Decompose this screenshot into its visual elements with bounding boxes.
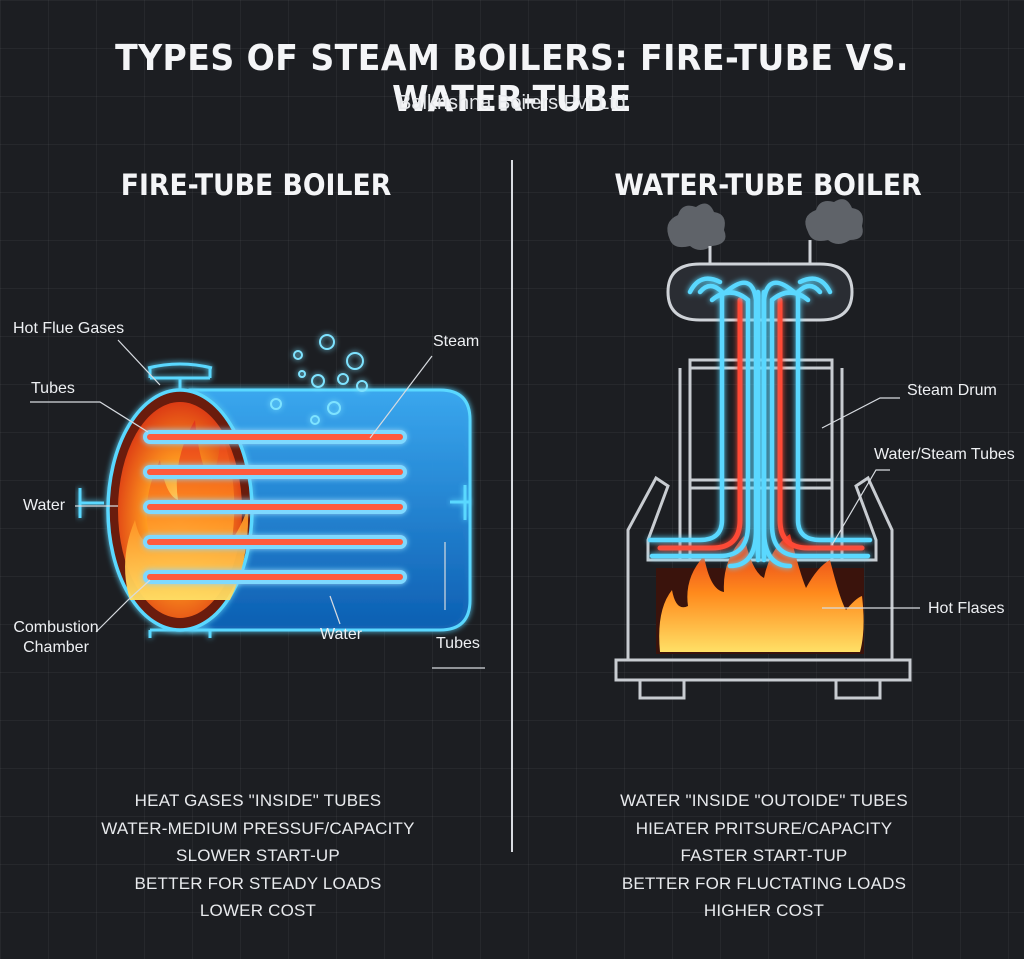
page-subtitle: Balkrishna Boilers Pvt Ltd — [398, 92, 626, 114]
leader-tubes-right — [432, 542, 485, 669]
label-water-left: Water — [23, 497, 66, 514]
fire-tube-feature: WATER-MEDIUM PRESSUF/CAPACITY — [101, 818, 415, 838]
fire-tube-features: HEAT GASES "INSIDE" TUBES WATER-MEDIUM P… — [2, 787, 514, 925]
top-nozzle — [147, 362, 213, 396]
water-tube-feature: FASTER START-TUP — [680, 846, 848, 865]
label-combustion-chamber: Combustion Chamber — [13, 619, 99, 656]
leader-water-steam-tubes — [831, 469, 890, 546]
side-nozzle-left — [78, 488, 104, 518]
hot-tubes — [657, 297, 865, 551]
label-hot-flases: Hot Flases — [928, 600, 1005, 617]
page-title: TYPES OF STEAM BOILERS: FIRE-TUBE VS. WA… — [115, 38, 909, 120]
leader-water-bottom — [329, 595, 341, 625]
label-steam: Steam — [433, 333, 480, 350]
smoke-right — [805, 199, 863, 244]
smoke-left — [667, 203, 726, 250]
water-steam-tubes — [647, 276, 873, 569]
label-tubes-left: Tubes — [31, 380, 75, 397]
water-tube-features: WATER "INSIDE "OUTOIDE" TUBES HIEATER PR… — [508, 787, 1020, 925]
water-tube-feature: HIGHER COST — [703, 901, 825, 920]
water-tube-leaders — [821, 397, 920, 609]
fire-tube-boiler-graphic — [30, 334, 485, 669]
tube-l2 — [649, 290, 751, 559]
fire-tubes — [143, 430, 407, 584]
side-nozzle-right — [450, 485, 470, 520]
tube-l1 — [647, 283, 725, 543]
water-tube-feature: BETTER FOR FLUCTATING LOADS — [621, 873, 907, 893]
leader-steam — [369, 355, 433, 439]
label-water-bottom: Water — [320, 626, 363, 643]
label-tubes-right: Tubes — [436, 635, 480, 652]
fire-tube-title: FIRE-TUBE BOILER — [120, 168, 392, 202]
leader-combustion — [95, 579, 151, 633]
water-tube-flames — [659, 534, 864, 652]
fire-tube-feature: SLOWER START-UP — [176, 846, 340, 865]
water-tube-feature: WATER "INSIDE "OUTOIDE" TUBES — [620, 791, 908, 810]
water-tube-title: WATER-TUBE BOILER — [614, 168, 922, 202]
label-water-steam-tubes: Water/Steam Tubes — [874, 446, 1015, 463]
drum-inner-loop — [687, 276, 833, 295]
center-divider — [511, 160, 513, 852]
label-steam-drum: Steam Drum — [907, 382, 997, 399]
water-tube-frame — [614, 358, 912, 700]
smoke-puffs — [667, 199, 863, 250]
fire-tube-feature: HEAT GASES "INSIDE" TUBES — [134, 791, 382, 810]
fire-tube-feature: LOWER COST — [199, 901, 317, 920]
leader-hot-flue-gases — [117, 339, 161, 386]
leader-tubes-left — [30, 401, 149, 433]
steam-bubbles — [270, 334, 368, 425]
fire-tube-leaders — [30, 339, 485, 669]
water-tube-boiler-graphic — [614, 199, 920, 700]
tube-r3 — [761, 280, 797, 569]
boiler-base — [614, 658, 912, 682]
label-hot-flue-gases: Hot Flue Gases — [13, 320, 125, 337]
leader-steam-drum — [821, 397, 900, 429]
water-tube-feature: HIEATER PRITSURE/CAPACITY — [635, 818, 893, 838]
tube-r2 — [769, 290, 871, 559]
fire-tube-feature: BETTER FOR STEADY LOADS — [134, 873, 382, 893]
tube-r1 — [795, 283, 873, 543]
